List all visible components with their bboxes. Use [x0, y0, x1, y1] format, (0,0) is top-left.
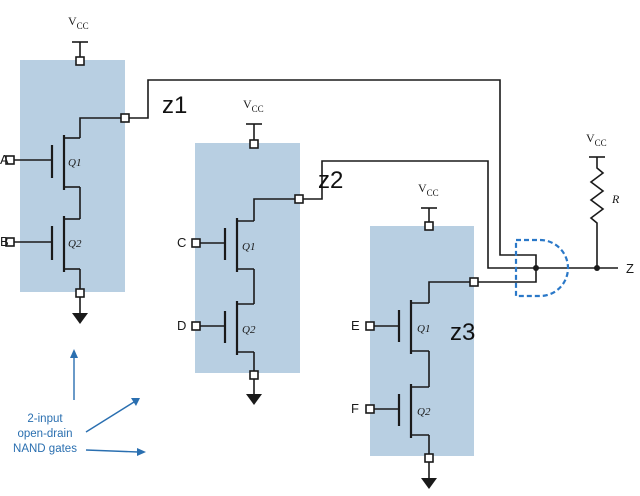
- annotation: 2-input open-drain NAND gates: [13, 349, 146, 456]
- annotation-arrow-right: [85, 449, 139, 453]
- gate-2-vcc-label: VCC: [243, 97, 264, 114]
- input-e-label: E: [351, 318, 360, 333]
- gate-1-output-pin: [120, 113, 130, 123]
- annotation-line-3: NAND gates: [13, 443, 77, 455]
- wired-and-symbol: [514, 238, 570, 298]
- pullup-resistor: VCC R: [586, 131, 620, 268]
- input-c-label: C: [177, 235, 186, 250]
- gate-1-vcc-pin: [75, 56, 85, 66]
- net-z3-wire: [478, 268, 537, 283]
- gate-2-output-pin: [294, 194, 304, 204]
- net-z2-wire: [303, 160, 536, 269]
- gate-2-panel: [195, 143, 300, 373]
- gate-2-drain-to-output: [253, 198, 295, 221]
- input-b-label: B: [0, 234, 9, 249]
- gate-2-q2-label: Q2: [242, 324, 256, 336]
- input-d-label: D: [177, 318, 186, 333]
- gate-3-q2-label: Q2: [417, 406, 431, 418]
- gate-1-drain-to-output: [79, 117, 121, 138]
- gate-3-q1-label: Q1: [417, 323, 430, 335]
- gate-3-vcc-pin: [424, 221, 434, 231]
- annotation-line-1: 2-input: [27, 413, 63, 425]
- gate-2-vcc-pin: [249, 139, 259, 149]
- gate-3-ground-icon: [421, 478, 437, 489]
- gate-1-q2-label: Q2: [68, 238, 82, 250]
- pullup-vcc-label: VCC: [586, 131, 607, 148]
- gate-3-ground-pin: [424, 453, 434, 463]
- gate-1-vcc-label: VCC: [68, 14, 89, 31]
- net-z1-label: z1: [162, 92, 187, 119]
- input-e-pin: [365, 321, 375, 331]
- input-d-pin: [191, 321, 201, 331]
- input-b-pin: [5, 237, 15, 247]
- annotation-arrow-right-head: [137, 448, 146, 456]
- gate-2-ground-icon: [246, 394, 262, 405]
- gate-2-ground-pin: [249, 370, 259, 380]
- annotation-arrow-up-head: [70, 349, 78, 358]
- nand-gate-1: VCC Q1 Q2 A B: [0, 14, 130, 324]
- nand-gate-3: VCC Q1 Q2 E F: [351, 181, 479, 489]
- gate-3-vcc-label: VCC: [418, 181, 439, 198]
- gate-1-q1-label: Q1: [68, 157, 81, 169]
- input-c-pin: [191, 238, 201, 248]
- annotation-arrow-diagonal-head: [131, 398, 140, 406]
- input-a-label: A: [0, 152, 9, 167]
- gate-3-panel: [370, 226, 474, 456]
- gate-3-drain-to-output: [428, 281, 470, 303]
- input-a-pin: [5, 155, 15, 165]
- annotation-arrow-diagonal: [85, 401, 135, 433]
- nand-gate-2: VCC Q1 Q2 C D: [177, 97, 304, 405]
- input-f-pin: [365, 404, 375, 414]
- annotation-line-2: open-drain: [18, 428, 73, 440]
- gate-1-ground-icon: [72, 313, 88, 324]
- gate-2-q1-label: Q1: [242, 241, 255, 253]
- gate-3-output-pin: [469, 277, 479, 287]
- pullup-resistor-label: R: [611, 192, 620, 206]
- net-z3-label: z3: [450, 319, 475, 346]
- output-z-label: Z: [626, 261, 634, 276]
- gate-1-ground-pin: [75, 288, 85, 298]
- net-z1-wire: [129, 79, 537, 268]
- input-f-label: F: [351, 401, 359, 416]
- gate-1-panel: [20, 60, 125, 292]
- net-z2-label: z2: [318, 167, 343, 194]
- pullup-resistor-zigzag: [589, 157, 605, 268]
